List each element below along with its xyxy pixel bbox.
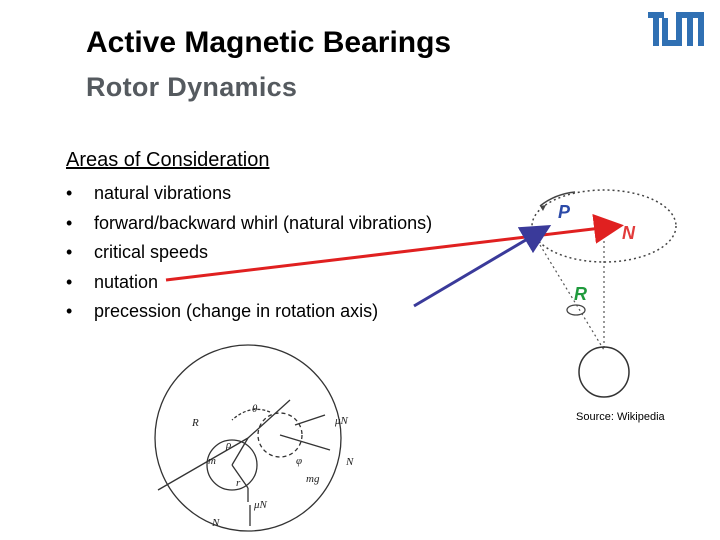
source-caption: Source: Wikipedia [576,411,665,423]
bullet-text: nutation [94,271,159,292]
bullet-text: forward/backward whirl (natural vibratio… [94,212,433,233]
label-m: m [208,455,216,467]
label-n-right: N [345,456,354,468]
nutation-arrow [165,213,624,282]
bullet-marker: • [66,242,73,262]
label-mg: mg [306,473,320,485]
nutation-ring [531,189,677,263]
label-r: R [574,284,587,304]
gyroscope-diagram: P N R [531,189,677,398]
slide-title: Active Magnetic Bearings [86,26,452,59]
slide-subtitle: Rotor Dynamics [86,72,298,102]
bullet-marker: • [66,301,73,321]
label-phi: φ [296,455,302,467]
label-n: N [622,223,636,243]
bullet-text: natural vibrations [94,183,232,203]
bullet-text: precession (change in rotation axis) [94,301,379,321]
bullet-text: critical speeds [94,242,209,262]
label-mu-n-top: μN [334,415,349,427]
precession-arrow [413,224,552,308]
label-theta: θ [252,403,258,415]
bullet-marker: • [66,212,73,233]
label-n-bottom: N [211,517,220,529]
label-r-big: R [191,417,199,429]
label-rho: ρ [225,439,231,451]
rolling-disk-diagram: R θ μN ρ φ N m r mg N μN [154,344,354,532]
section-heading: Areas of Consideration [66,149,270,171]
tum-logo [648,12,704,46]
label-mu-n-bottom: μN [253,499,268,511]
bullet-marker: • [66,271,73,292]
bullet-marker: • [66,183,73,203]
label-r-small: r [236,477,241,489]
label-p: P [558,202,571,222]
